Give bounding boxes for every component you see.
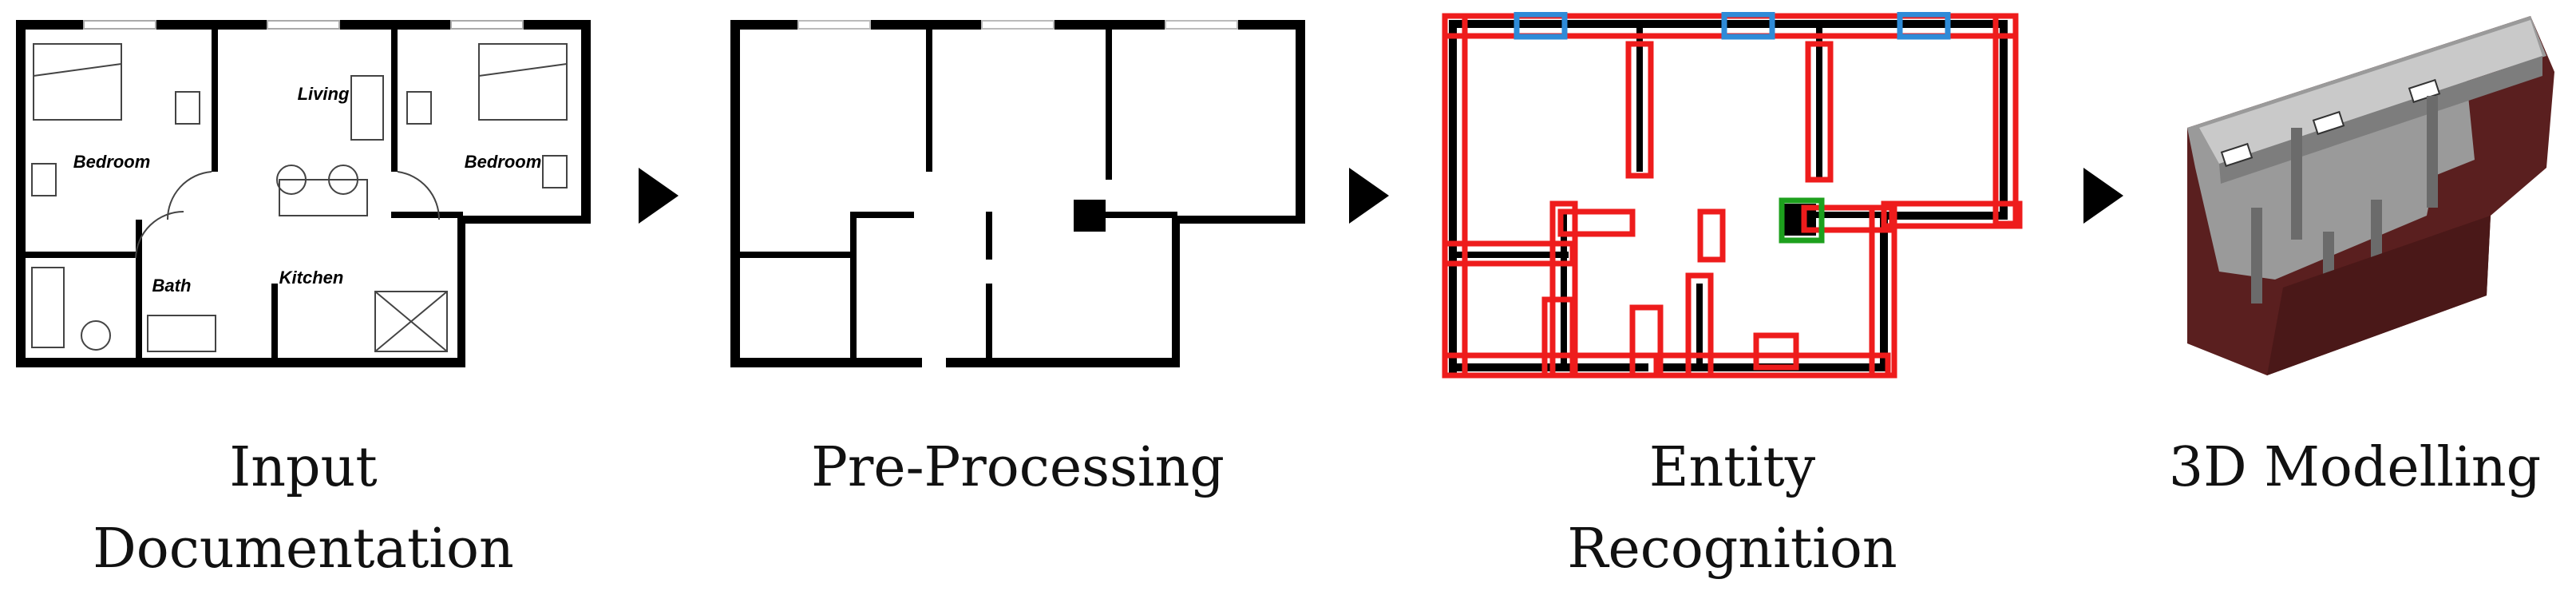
column-bounding-box <box>1779 197 1825 244</box>
stage-caption-pre-processing: Pre-Processing <box>778 427 1257 509</box>
room-label-kitchen: Kitchen <box>279 268 344 288</box>
window-openings <box>797 20 1238 30</box>
stage-caption-3d-modelling: 3D Modelling <box>2139 427 2570 509</box>
model-front-wall <box>2267 216 2491 375</box>
window-openings <box>83 20 524 30</box>
caption-line: Input <box>229 436 378 499</box>
model-wall-top <box>2199 20 2542 164</box>
floor-plan-walls <box>16 20 591 367</box>
arrow-right-icon <box>2083 168 2123 224</box>
window-bounding-boxes <box>1514 12 1951 40</box>
caption-line: 3D Modelling <box>2168 436 2542 499</box>
input-floor-plan: Living Bedroom Bedroom Bath Kitchen <box>16 20 591 367</box>
floor-plan-furniture <box>31 43 568 352</box>
caption-line: Entity <box>1648 436 1816 499</box>
arrow-right-icon <box>639 168 679 224</box>
room-label-bedroom-left: Bedroom <box>73 152 151 172</box>
caption-line: Documentation <box>93 518 514 581</box>
caption-line: Recognition <box>1567 518 1897 581</box>
3d-model-render <box>2187 16 2554 375</box>
caption-line: Pre-Processing <box>811 436 1225 499</box>
room-label-bath: Bath <box>152 276 192 296</box>
arrow-right-icon <box>1349 168 1389 224</box>
entity-recognition-plan <box>1442 12 2023 379</box>
wall-bounding-boxes <box>1442 13 2023 379</box>
stage-caption-entity-recognition: Entity Recognition <box>1493 427 1972 590</box>
preprocessed-floor-plan <box>730 20 1305 367</box>
model-windows <box>2220 78 2441 168</box>
wall-lines <box>1449 20 2008 375</box>
room-label-living: Living <box>298 84 350 104</box>
stage-caption-input-documentation: Input Documentation <box>64 427 543 590</box>
wall-lines <box>730 20 1305 367</box>
room-label-bedroom-right: Bedroom <box>465 152 542 172</box>
